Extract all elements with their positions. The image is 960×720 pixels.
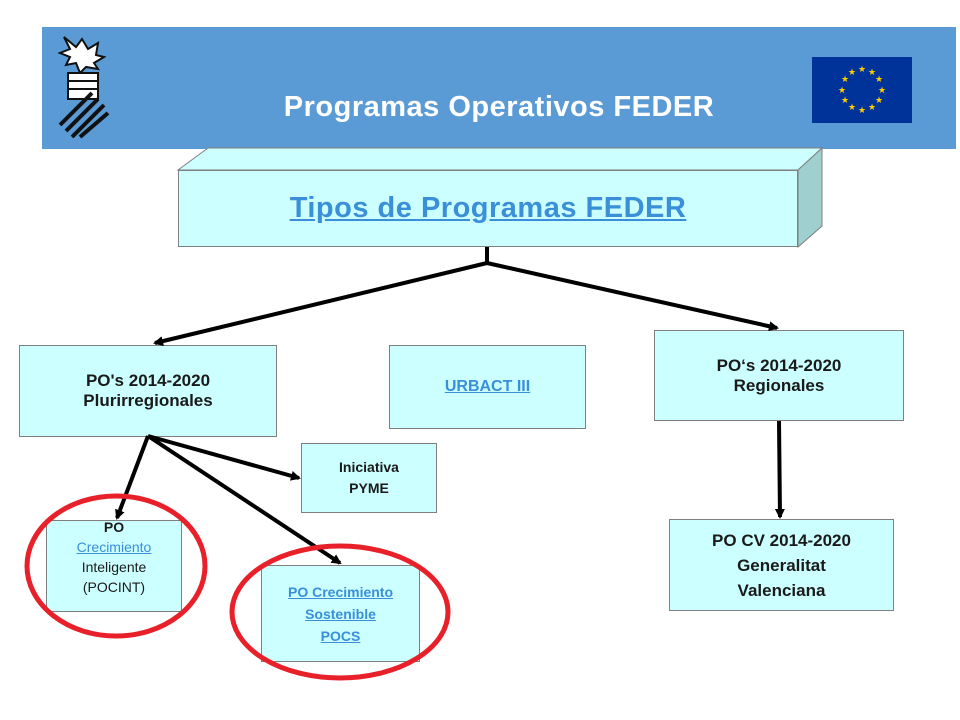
- coat-of-arms-icon: [57, 36, 110, 139]
- svg-text:★: ★: [875, 75, 883, 85]
- pocint-line-3: Inteligente: [81, 559, 147, 575]
- arrow-to-pyme: [147, 434, 301, 481]
- urbact-box[interactable]: URBACT III: [389, 345, 586, 429]
- header-banner: Programas Operativos FEDER: [42, 27, 956, 149]
- highlight-circle-pocs: [229, 543, 451, 681]
- plurirregional-box: PO's 2014-2020 Plurirregionales: [19, 345, 277, 437]
- arrow-to-pocv: [774, 420, 785, 519]
- pocv-line-3: Valenciana: [737, 580, 826, 600]
- pocs-link-line-1[interactable]: PO Crecimiento: [287, 583, 394, 600]
- pocint-box: PO Crecimiento Inteligente (POCINT): [46, 519, 182, 612]
- plurirregional-line-1: PO's 2014-2020: [85, 371, 211, 390]
- arrow-to-regional: [486, 261, 779, 332]
- arrow-to-pocint: [115, 435, 150, 520]
- regional-line-1: PO‘s 2014-2020: [716, 355, 842, 375]
- pocv-box: PO CV 2014-2020 Generalitat Valenciana: [669, 519, 894, 611]
- plurirregional-line-2: Plurirregionales: [83, 391, 213, 410]
- pocint-line-4: (POCINT): [82, 579, 146, 595]
- arrow-to-plurirregional: [153, 261, 488, 346]
- pocs-link-line-3[interactable]: POCS: [320, 627, 361, 644]
- pocs-box[interactable]: PO Crecimiento Sostenible POCS: [261, 565, 420, 662]
- pocs-link-line-2[interactable]: Sostenible: [305, 605, 376, 622]
- highlight-circle-pocint: [24, 493, 208, 639]
- svg-text:★: ★: [875, 96, 883, 106]
- main-title-box[interactable]: Tipos de Programas FEDER: [178, 170, 798, 247]
- svg-text:★: ★: [848, 103, 856, 113]
- svg-text:★: ★: [868, 68, 876, 78]
- pyme-line-2: PYME: [349, 480, 389, 496]
- svg-text:★: ★: [841, 96, 849, 106]
- pocv-line-2: Generalitat: [737, 555, 826, 575]
- regional-line-2: Regionales: [733, 375, 825, 395]
- svg-text:★: ★: [841, 75, 849, 85]
- pocint-link[interactable]: Crecimiento: [76, 539, 152, 555]
- eu-flag-icon: ★ ★ ★ ★ ★ ★ ★ ★ ★ ★ ★ ★: [812, 57, 912, 123]
- svg-text:★: ★: [878, 86, 886, 96]
- svg-text:★: ★: [838, 86, 846, 96]
- pyme-line-1: Iniciativa: [339, 459, 399, 475]
- arrow-to-pocs: [146, 434, 342, 565]
- svg-text:★: ★: [848, 68, 856, 78]
- svg-text:★: ★: [858, 106, 866, 116]
- regional-box: PO‘s 2014-2020 Regionales: [654, 330, 904, 421]
- urbact-link[interactable]: URBACT III: [444, 378, 531, 395]
- main-title-link[interactable]: Tipos de Programas FEDER: [289, 192, 687, 224]
- page-title: Programas Operativos FEDER: [283, 91, 715, 123]
- pocint-line-1: PO: [103, 519, 125, 535]
- pocv-line-1: PO CV 2014-2020: [712, 530, 851, 550]
- svg-text:★: ★: [868, 103, 876, 113]
- pyme-box: Iniciativa PYME: [301, 443, 437, 513]
- svg-text:★: ★: [858, 65, 866, 75]
